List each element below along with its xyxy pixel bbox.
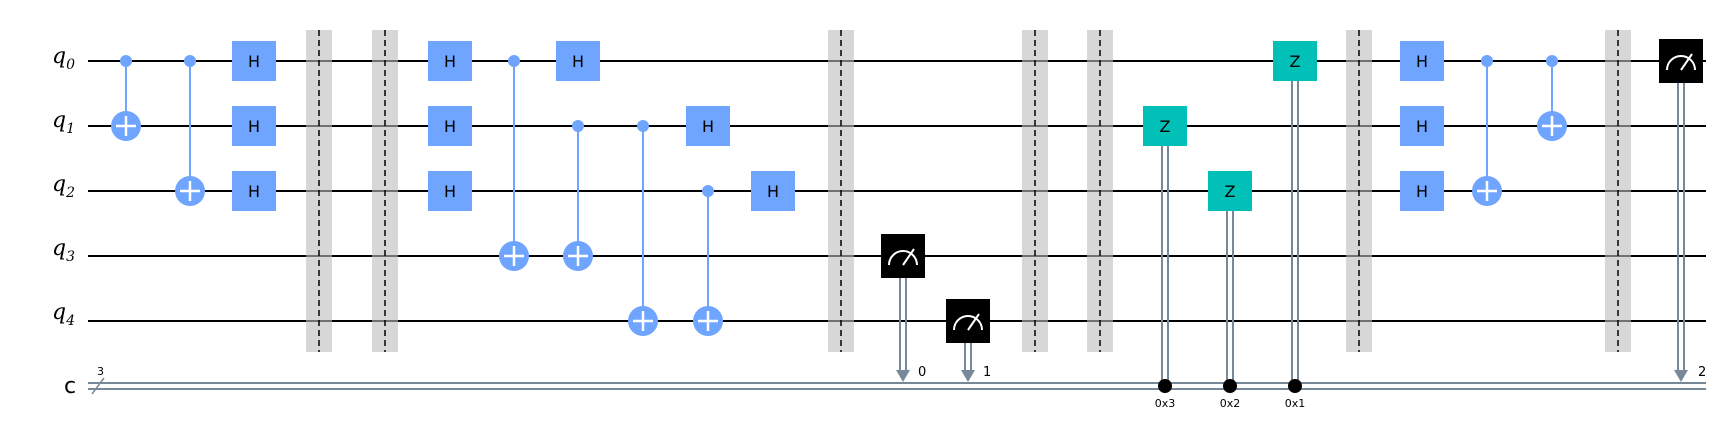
h-gate: H bbox=[428, 41, 472, 81]
h-gate: H bbox=[1400, 171, 1444, 211]
conditional-z-gates: Z 0x3 Z 0x2 Z 0x1 bbox=[1143, 41, 1317, 410]
h-gate: H bbox=[556, 41, 600, 81]
h-gate: H bbox=[428, 106, 472, 146]
z-gate-conditional: Z 0x3 bbox=[1143, 106, 1187, 410]
meter-icon bbox=[881, 234, 925, 278]
svg-text:1: 1 bbox=[983, 365, 991, 380]
h-gate: H bbox=[686, 106, 730, 146]
svg-text:Z: Z bbox=[1225, 182, 1236, 201]
barrier bbox=[306, 30, 332, 352]
svg-text:H: H bbox=[1416, 182, 1428, 201]
wire-label-c: c bbox=[64, 374, 76, 399]
svg-text:H: H bbox=[444, 182, 456, 201]
svg-text:H: H bbox=[572, 52, 584, 71]
measure-gate: 2 bbox=[1659, 39, 1706, 382]
control-dot-icon bbox=[572, 120, 584, 132]
h-gate: H bbox=[1400, 106, 1444, 146]
z-gate-conditional: Z 0x2 bbox=[1208, 171, 1252, 410]
barrier bbox=[1346, 30, 1372, 352]
hadamard-gates: H H H H H H H H H H H H bbox=[232, 41, 1444, 211]
control-dot-icon bbox=[702, 185, 714, 197]
classical-wire bbox=[88, 377, 1706, 395]
wire-label-q3: q3 bbox=[52, 236, 75, 265]
control-dot-icon bbox=[120, 55, 132, 67]
meter-icon bbox=[946, 299, 990, 343]
barrier bbox=[828, 30, 854, 352]
wire-label-q0: q0 bbox=[52, 44, 75, 73]
svg-text:H: H bbox=[702, 117, 714, 136]
barrier bbox=[1022, 30, 1048, 352]
h-gate: H bbox=[232, 106, 276, 146]
svg-text:H: H bbox=[1416, 117, 1428, 136]
svg-text:H: H bbox=[248, 52, 260, 71]
svg-text:H: H bbox=[1416, 52, 1428, 71]
condition-dot-icon bbox=[1288, 379, 1302, 393]
h-gate: H bbox=[751, 171, 795, 211]
barrier bbox=[1605, 30, 1631, 352]
cnot-gate bbox=[1472, 55, 1502, 206]
creg-size: 3 bbox=[97, 365, 104, 378]
svg-text:Z: Z bbox=[1290, 52, 1301, 71]
cnot-gate bbox=[1537, 55, 1567, 141]
wire-label-q1: q1 bbox=[52, 108, 75, 137]
cnot-gate bbox=[111, 55, 141, 141]
svg-text:0x1: 0x1 bbox=[1285, 397, 1306, 410]
barrier bbox=[1087, 30, 1113, 352]
z-gate-conditional: Z 0x1 bbox=[1273, 41, 1317, 410]
barriers bbox=[306, 30, 1631, 352]
creg-bundle-slash bbox=[91, 377, 105, 395]
control-dot-icon bbox=[1546, 55, 1558, 67]
control-dot-icon bbox=[184, 55, 196, 67]
control-dot-icon bbox=[637, 120, 649, 132]
h-gate: H bbox=[232, 171, 276, 211]
svg-text:H: H bbox=[444, 117, 456, 136]
cnot-gates bbox=[111, 55, 1567, 336]
h-gate: H bbox=[232, 41, 276, 81]
svg-text:Z: Z bbox=[1160, 117, 1171, 136]
svg-text:H: H bbox=[767, 182, 779, 201]
control-dot-icon bbox=[508, 55, 520, 67]
svg-text:H: H bbox=[248, 182, 260, 201]
cnot-gate bbox=[563, 120, 593, 271]
svg-text:0x3: 0x3 bbox=[1155, 397, 1176, 410]
condition-dot-icon bbox=[1158, 379, 1172, 393]
svg-text:2: 2 bbox=[1698, 365, 1706, 380]
wire-label-q4: q4 bbox=[52, 300, 75, 329]
measure-gate: 0 bbox=[881, 234, 926, 382]
svg-text:H: H bbox=[444, 52, 456, 71]
meter-icon bbox=[1659, 39, 1703, 83]
cnot-gate bbox=[499, 55, 529, 271]
cnot-gate bbox=[693, 185, 723, 336]
h-gate: H bbox=[1400, 41, 1444, 81]
control-dot-icon bbox=[1481, 55, 1493, 67]
measure-gate: 1 bbox=[946, 299, 991, 382]
measurements: 0 1 2 bbox=[881, 39, 1706, 382]
svg-text:H: H bbox=[248, 117, 260, 136]
svg-text:0: 0 bbox=[918, 365, 926, 380]
cnot-gate bbox=[175, 55, 205, 206]
svg-text:0x2: 0x2 bbox=[1220, 397, 1241, 410]
wire-labels: q0 q1 q2 q3 q4 c bbox=[52, 44, 76, 399]
barrier bbox=[372, 30, 398, 352]
wire-label-q2: q2 bbox=[52, 172, 75, 201]
h-gate: H bbox=[428, 171, 472, 211]
cnot-gate bbox=[628, 120, 658, 336]
condition-dot-icon bbox=[1223, 379, 1237, 393]
